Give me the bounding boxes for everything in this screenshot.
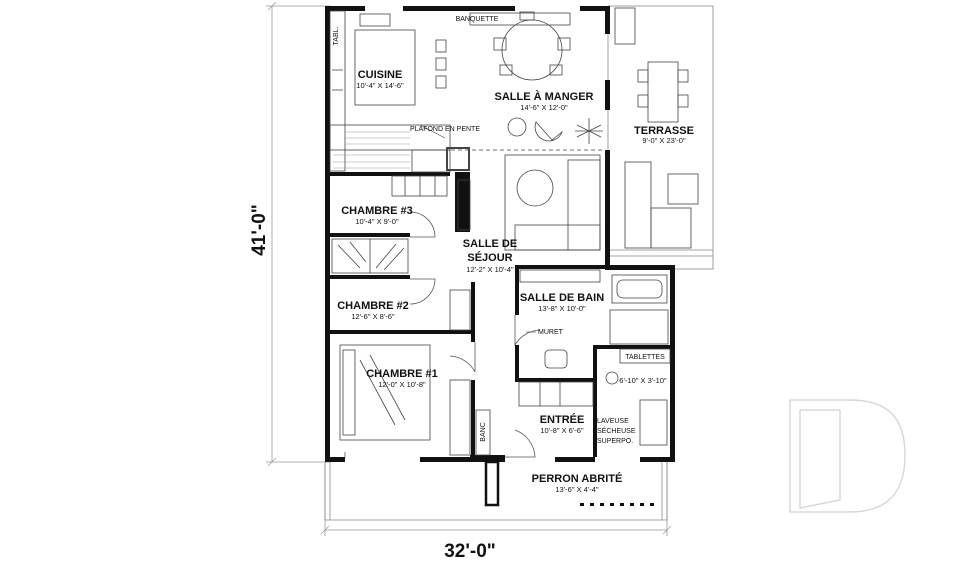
living-furniture xyxy=(457,154,601,251)
tablettes-label: TABLETTES xyxy=(625,354,665,361)
perron-column xyxy=(484,460,500,507)
entree-size: 10'-8" X 6'-6" xyxy=(540,426,584,435)
laveuse-label: LAVEUSE xyxy=(597,418,629,425)
cuisine-size: 10'-4" X 14'-6" xyxy=(356,81,404,90)
cuisine-name: CUISINE xyxy=(358,69,403,81)
chambre3-size: 10'-4" X 9'-0" xyxy=(355,217,399,226)
salle-de-sejour-name-2: SÉJOUR xyxy=(467,251,512,264)
depth-dimension: 41'-0" xyxy=(249,204,270,256)
bunk-beds xyxy=(331,238,409,274)
salle-a-manger-size: 14'-6" X 12'-0" xyxy=(520,103,568,112)
tabl-label: TABL. xyxy=(333,26,340,45)
salle-a-manger-name: SALLE À MANGER xyxy=(495,90,594,103)
terrasse-furniture xyxy=(614,7,699,249)
kitchen-fixtures xyxy=(329,10,470,173)
entree-fixtures xyxy=(475,381,594,456)
interior-walls xyxy=(330,172,670,460)
chambre1-bed xyxy=(339,344,471,456)
terrasse-size: 9'-0" X 23'-0" xyxy=(642,136,686,145)
salle-de-bain-size: 13'-8" X 10'-0" xyxy=(538,304,586,313)
logo-watermark xyxy=(789,399,906,513)
perron-name: PERRON ABRITÉ xyxy=(532,472,623,485)
chambre3-closet xyxy=(391,175,448,197)
tablettes-box xyxy=(619,348,671,364)
chambre2-size: 12'-6" X 8'-6" xyxy=(351,312,395,321)
bathroom-fixtures xyxy=(519,269,669,385)
doors xyxy=(344,211,541,458)
porch-railing xyxy=(580,503,654,506)
superpo-label: SUPERPO. xyxy=(597,438,633,445)
plafond-leader xyxy=(419,124,446,139)
chambre2-closet xyxy=(449,289,471,331)
dining-furniture xyxy=(430,11,605,151)
terrasse-name: TERRASSE xyxy=(634,125,694,137)
chambre1-name: CHAMBRE #1 xyxy=(366,368,438,380)
plafond-label: PLAFOND EN PENTE xyxy=(410,126,480,133)
perron-outline xyxy=(324,462,668,521)
entree-name: ENTRÉE xyxy=(540,413,585,426)
kitchen-hatching xyxy=(333,131,410,169)
secheuse-label: SÉCHEUSE xyxy=(597,426,636,435)
laundry-size: 6'-10" X 3'-10" xyxy=(619,376,667,385)
exterior-walls xyxy=(325,6,675,462)
plant-icon xyxy=(575,118,603,144)
banc-label: BANC xyxy=(480,422,487,441)
chambre2-name: CHAMBRE #2 xyxy=(337,300,409,312)
banquette-label: BANQUETTE xyxy=(456,16,499,23)
perron-size: 13'-6" X 4'-4" xyxy=(555,485,599,494)
salle-de-sejour-name-1: SALLE DE xyxy=(463,238,517,250)
salle-de-bain-name: SALLE DE BAIN xyxy=(520,292,604,304)
chambre3-name: CHAMBRE #3 xyxy=(341,205,413,217)
muret-label: MURET xyxy=(538,329,564,336)
laundry-fixtures xyxy=(639,399,668,446)
width-dimension: 32'-0" xyxy=(444,541,496,562)
salle-de-sejour-size: 12'-2" X 10'-4" xyxy=(466,265,514,274)
chambre1-size: 12'-0" X 10'-8" xyxy=(378,380,426,389)
